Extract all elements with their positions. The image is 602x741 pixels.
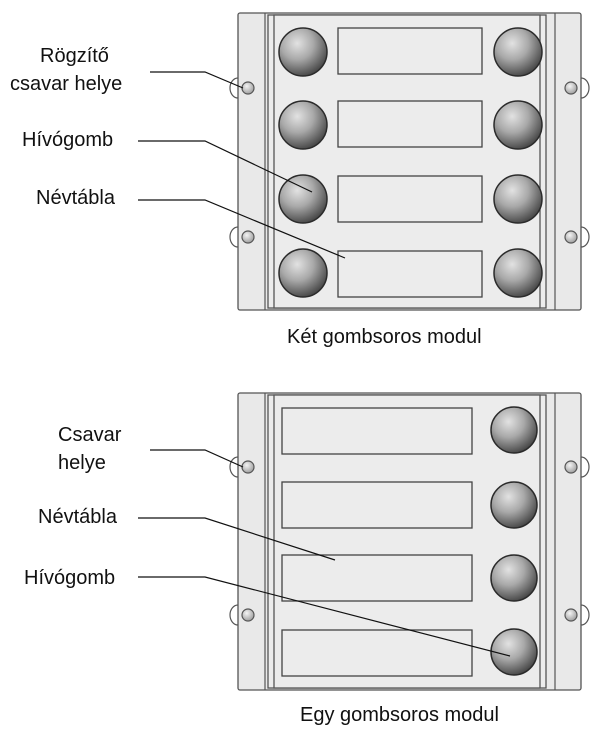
- label-screw-line1: Csavar: [58, 424, 122, 446]
- name-plate: [337, 27, 483, 75]
- screw-icon: [564, 456, 590, 478]
- call-button-icon: [278, 27, 328, 77]
- call-button-icon: [278, 100, 328, 150]
- call-button-icon: [490, 481, 538, 529]
- screw-icon: [229, 604, 255, 626]
- label-call-button: Hívógomb: [22, 129, 113, 151]
- screw-icon: [564, 604, 590, 626]
- name-plate: [337, 250, 483, 298]
- call-button-icon: [490, 628, 538, 676]
- call-button-icon: [493, 248, 543, 298]
- screw-icon: [229, 226, 255, 248]
- call-button-icon: [278, 248, 328, 298]
- caption-two-button-module: Két gombsoros modul: [287, 326, 482, 348]
- screw-icon: [564, 77, 590, 99]
- name-plate: [281, 407, 473, 455]
- label-call-button: Hívógomb: [24, 567, 115, 589]
- leader-line-screw: [150, 71, 244, 89]
- leader-line-name-plate: [138, 517, 336, 561]
- call-button-icon: [493, 27, 543, 77]
- call-button-icon: [490, 554, 538, 602]
- name-plate: [281, 481, 473, 529]
- leader-line-call-button: [138, 140, 313, 193]
- call-button-icon: [278, 174, 328, 224]
- one-button-row-module: Csavar helye Névtábla Hívógomb Egy gombs…: [24, 392, 590, 726]
- name-plate: [281, 554, 473, 602]
- label-name-plate: Névtábla: [38, 506, 118, 528]
- two-button-row-module: Rögzítő csavar helye Hívógomb Névtábla K…: [10, 12, 590, 348]
- leader-line-screw: [150, 449, 244, 468]
- name-plate: [281, 629, 473, 677]
- leader-line-name-plate: [138, 199, 346, 259]
- label-screw-line1: Rögzítő: [40, 45, 109, 67]
- leader-line-call-button: [138, 576, 511, 657]
- label-screw-line2: helye: [58, 452, 106, 474]
- name-plate: [337, 175, 483, 223]
- name-plate: [337, 100, 483, 148]
- label-name-plate: Névtábla: [36, 187, 116, 209]
- screw-icon: [564, 226, 590, 248]
- call-button-icon: [493, 174, 543, 224]
- label-screw-line2: csavar helye: [10, 73, 122, 95]
- call-button-icon: [490, 406, 538, 454]
- call-button-icon: [493, 100, 543, 150]
- caption-one-button-module: Egy gombsoros modul: [300, 704, 499, 726]
